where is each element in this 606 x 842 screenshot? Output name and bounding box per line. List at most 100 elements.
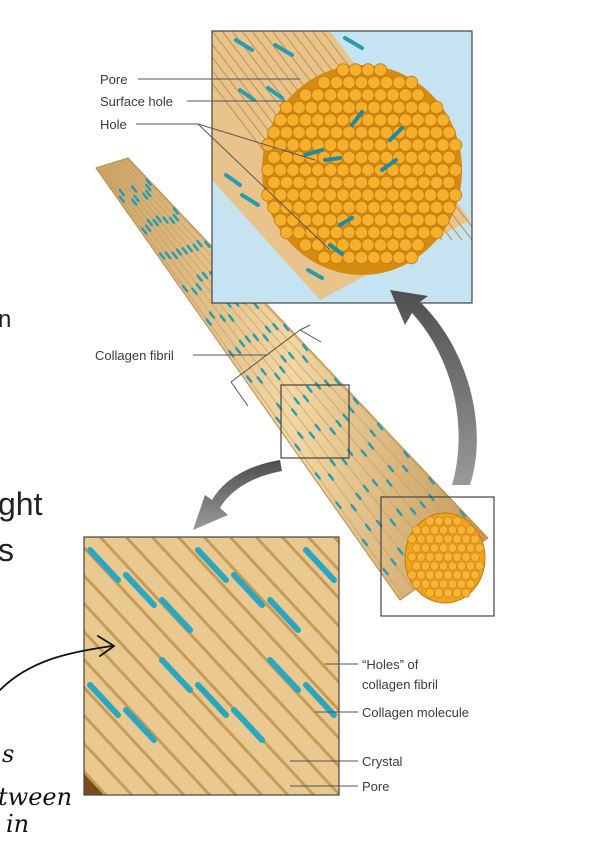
shaft-crystal (335, 501, 342, 509)
cross-section-molecule (329, 125, 344, 140)
shaft-crystal (181, 247, 189, 255)
cross-section-molecule (417, 225, 431, 240)
shaft-crystal (186, 244, 193, 253)
cropped-slide-text-line2: s (0, 532, 14, 568)
fibril-end-molecule (416, 552, 426, 562)
cross-section-molecule (286, 113, 300, 127)
cross-section-molecule (392, 75, 406, 90)
shaft-crystal (172, 213, 180, 222)
shaft-crystal (352, 397, 360, 405)
cross-section-molecule (354, 150, 369, 165)
cross-section-molecule (404, 250, 419, 265)
shaft-crystal (301, 343, 309, 352)
cross-section-molecule (261, 163, 275, 177)
fibril-end-molecule (456, 561, 467, 571)
shaft-crystal (195, 283, 203, 291)
cross-section-molecule (367, 75, 381, 90)
cross-section-molecule (423, 188, 438, 202)
cross-section-molecule (386, 238, 400, 252)
shaft-crystal (396, 508, 403, 517)
shaft-crystal (244, 335, 252, 343)
shaft-crystal (152, 218, 159, 227)
cross-section-molecule (361, 163, 375, 177)
cross-section-molecule (292, 150, 306, 165)
closeup-crystal (303, 682, 337, 718)
cross-section-molecule (298, 238, 313, 252)
cross-section-molecule (354, 75, 369, 90)
shaft-crystal (162, 216, 169, 224)
cross-section-molecule (423, 213, 438, 227)
fibril-end-molecule (465, 543, 476, 553)
cross-section-molecule (348, 188, 363, 202)
cross-section-molecule (354, 175, 369, 190)
collagen-molecule-rod-highlight (258, 537, 339, 624)
fibril-end-molecule (452, 534, 462, 544)
hole-crystal (388, 126, 404, 142)
shaft-crystal (141, 192, 149, 200)
cross-section-molecule (373, 138, 388, 152)
cross-section-molecule (354, 250, 369, 265)
cross-section-molecule (336, 113, 350, 127)
closeup-crystal (87, 682, 121, 718)
fibril-end-molecule (461, 534, 471, 544)
shaft-crystal (196, 274, 203, 282)
shaft-crystal (283, 323, 290, 332)
cross-section-molecule (417, 200, 431, 215)
shaft-crystal (264, 325, 272, 333)
collagen-molecule-rod-highlight (102, 537, 339, 792)
shaft-crystal (204, 240, 211, 249)
cross-section-molecule (379, 175, 394, 190)
shaft-crystal (371, 478, 379, 487)
shaft-strand (122, 158, 477, 546)
shaft-crystal (172, 207, 179, 215)
shaft-crystal (144, 183, 152, 192)
fibril-end-molecule (456, 543, 467, 553)
cross-section-molecule (423, 163, 438, 177)
fibril-end-molecule (420, 525, 431, 535)
fibril-end-molecule (425, 552, 435, 562)
cross-section-molecule (261, 138, 275, 152)
cropped-slide-text-line1: ght (0, 486, 43, 522)
shaft-crystal (302, 394, 310, 403)
cross-section-molecule (411, 188, 425, 202)
fibril-end-molecule (461, 552, 471, 562)
inset-crystal (234, 38, 254, 52)
cross-section-molecule (267, 200, 281, 215)
cross-section-molecule (342, 175, 356, 190)
shaft-crystal (196, 239, 203, 248)
cross-section-molecule (367, 150, 381, 165)
cross-section-molecule (317, 125, 331, 140)
shaft-strand (108, 162, 436, 576)
hole-crystal (323, 156, 342, 162)
collagen-fibril-shaft (95, 157, 489, 604)
shaft-crystal (191, 287, 198, 296)
cross-section-molecule (448, 138, 463, 152)
cross-section-molecule (404, 125, 419, 140)
cross-section-molecule (436, 113, 450, 127)
hole-crystal (380, 158, 398, 172)
label-collagen-fibril: Collagen fibril (95, 348, 174, 363)
cross-section-molecule (292, 125, 306, 140)
shaft-crystal (387, 464, 395, 473)
inset-crystal (306, 268, 324, 280)
shaft-crystal (306, 385, 313, 393)
fibril-end-inset (380, 496, 495, 617)
collagen-molecule-rod-highlight (154, 537, 339, 736)
cross-section-molecule (348, 63, 363, 77)
closeup-crystal (303, 547, 337, 583)
fibril-end-molecule (425, 516, 435, 526)
cross-section-molecule (279, 125, 294, 140)
collagen-molecule-rod-highlight (84, 686, 185, 795)
cross-section-molecule (317, 150, 331, 165)
cross-section-molecule (373, 238, 388, 252)
closeup-selection-box (280, 384, 350, 459)
shaft-crystal (252, 333, 260, 342)
cross-section-molecule (336, 88, 350, 102)
fibril-end-molecule (447, 579, 458, 589)
cross-section-molecule (292, 175, 306, 190)
shaft-crystal (171, 251, 178, 260)
cross-section-molecule (323, 213, 338, 227)
fibril-end-molecule (425, 588, 435, 598)
cross-section-molecule (279, 100, 294, 115)
cross-section-molecule (273, 113, 288, 127)
